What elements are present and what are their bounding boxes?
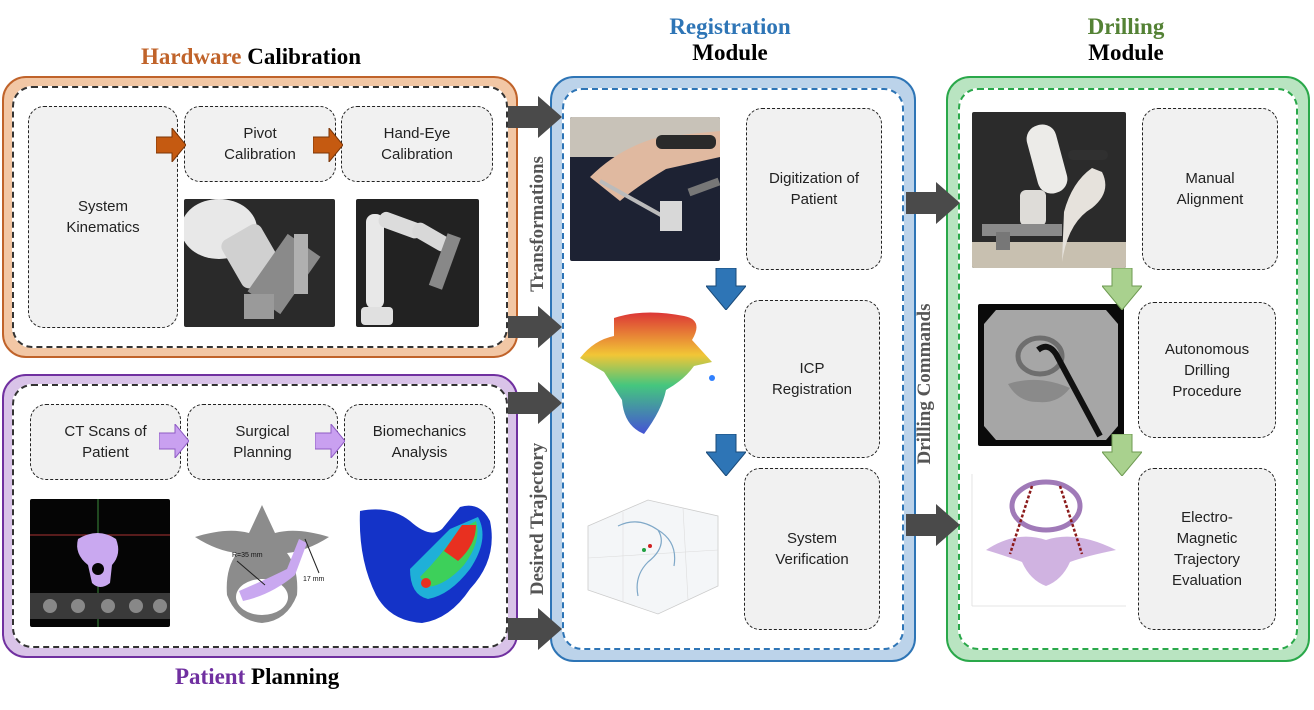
gray-right-arrow-icon (508, 306, 562, 348)
hand-eye-calibration-photo (356, 199, 479, 327)
gray-right-arrow-icon (508, 382, 562, 424)
gray-right-arrow-icon (906, 182, 960, 224)
drilling-commands-label: Drilling Commands (914, 303, 935, 465)
svg-text:R=35 mm: R=35 mm (232, 552, 263, 559)
surgical-planning-image: R=35 mm 17 mm (187, 499, 337, 629)
hardware-calibration-title: Hardware Calibration (141, 44, 361, 69)
system-verification-plot (578, 486, 728, 626)
purple-arrow-icon (315, 424, 345, 458)
fluoroscopy-image (978, 304, 1124, 446)
drilling-robot-photo (972, 112, 1126, 268)
registration-module-title: Registration Module (669, 14, 791, 65)
transformations-label: Transformations (527, 156, 548, 292)
icp-point-cloud-image (574, 300, 724, 440)
blue-down-arrow-icon (706, 268, 746, 310)
purple-arrow-icon (159, 424, 189, 458)
green-down-arrow-icon (1102, 434, 1142, 476)
blue-down-arrow-icon (706, 434, 746, 476)
gray-right-arrow-icon (906, 504, 960, 546)
green-down-arrow-icon (1102, 268, 1142, 310)
drilling-module-title: Drilling Module (1087, 14, 1165, 65)
em-trajectory-image (966, 470, 1130, 612)
ct-scan-image (30, 499, 170, 627)
orange-arrow-icon (156, 128, 186, 162)
biomechanics-heatmap-image (350, 499, 498, 629)
pivot-calibration-photo (184, 199, 335, 327)
gray-right-arrow-icon (508, 608, 562, 650)
svg-text:17 mm: 17 mm (303, 576, 325, 583)
gray-right-arrow-icon (508, 96, 562, 138)
orange-arrow-icon (313, 128, 343, 162)
desired-trajectory-label: Desired Trajectory (527, 442, 548, 596)
digitization-photo (570, 117, 720, 261)
patient-planning-title: Patient Planning (175, 664, 340, 689)
